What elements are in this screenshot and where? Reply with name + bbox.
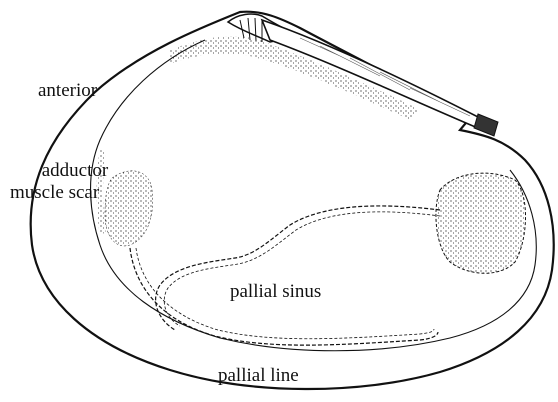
label-anterior: anterior bbox=[38, 80, 97, 102]
ligament-end bbox=[474, 114, 498, 136]
label-adductor-line1: adductor bbox=[34, 160, 116, 182]
posterior-adductor-scar bbox=[436, 173, 526, 273]
label-pallial-line: pallial line bbox=[218, 365, 299, 387]
label-adductor-muscle-scar: adductor muscle scar bbox=[34, 160, 116, 204]
label-pallial-sinus: pallial sinus bbox=[230, 281, 321, 303]
label-adductor-line2: muscle scar bbox=[10, 182, 140, 204]
